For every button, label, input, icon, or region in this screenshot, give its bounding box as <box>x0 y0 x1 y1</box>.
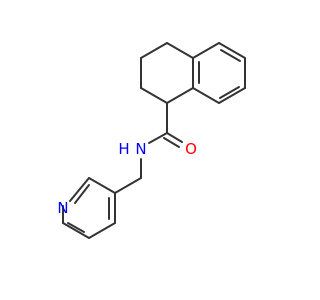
bond <box>192 87 220 104</box>
amide-nitrogen-label: N <box>135 140 146 158</box>
bond <box>140 42 168 59</box>
bond <box>166 42 194 59</box>
cyclohexene-ring <box>140 42 194 104</box>
bond <box>114 177 142 194</box>
molecule-drawing: O N H N <box>57 42 246 239</box>
bond <box>192 42 220 59</box>
bond <box>140 87 168 104</box>
double-bond-inner <box>220 49 241 62</box>
bond <box>148 132 168 144</box>
amide-hydrogen-label: H <box>118 140 129 158</box>
pyridine-nitrogen-label: N <box>57 199 68 217</box>
carboxamide-group <box>148 102 183 148</box>
pyridine-ring <box>62 177 116 239</box>
bond <box>88 177 116 194</box>
double-bond-inner <box>219 86 240 99</box>
benzene-ring <box>192 42 246 104</box>
bond <box>218 87 246 104</box>
bond <box>69 177 90 202</box>
carbonyl-bond <box>166 132 183 143</box>
oxygen-label: O <box>185 140 197 158</box>
structure-canvas: O N H N <box>57 42 246 239</box>
bond <box>166 87 194 104</box>
bond <box>218 42 246 59</box>
double-bond-inner <box>74 184 90 204</box>
bond <box>62 222 90 239</box>
carbonyl-bond <box>163 137 180 148</box>
methylene-linker <box>114 158 142 194</box>
double-bond-inner <box>67 222 85 233</box>
bond <box>88 222 116 239</box>
